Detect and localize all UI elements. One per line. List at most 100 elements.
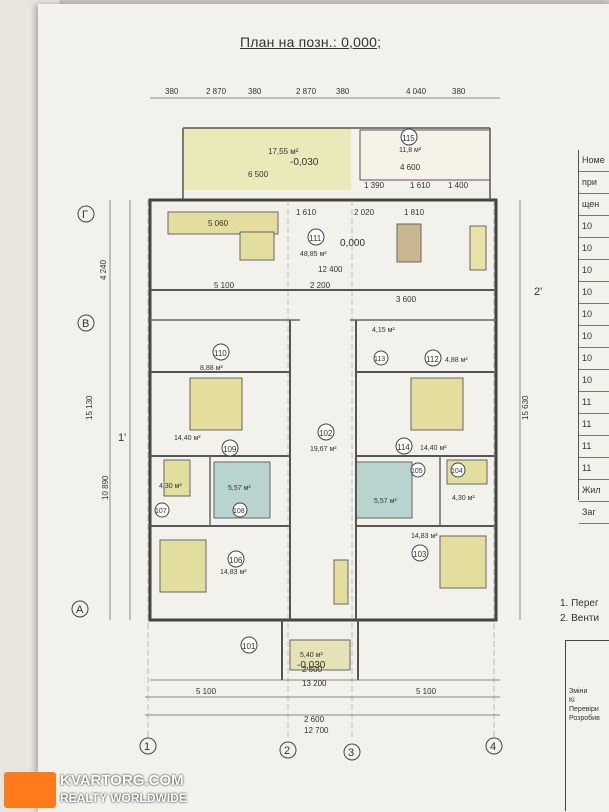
dim-text: 1 610: [410, 181, 431, 190]
table-row: при: [579, 172, 609, 194]
sofa-end: [239, 231, 275, 261]
room-number: 108: [233, 508, 245, 515]
dim-text: 2 500: [302, 665, 323, 674]
room-number: 107: [155, 508, 167, 515]
dim-text: 10 890: [101, 475, 110, 500]
axis-label-a: А: [76, 604, 84, 616]
level-terrace: -0,030: [290, 157, 319, 168]
room-103: 103 14,83 м²: [411, 533, 438, 562]
axis-bubble: [77, 314, 95, 332]
room-104: 104 4,30 м²: [450, 462, 475, 502]
table-row: 11: [579, 414, 609, 436]
note-1: 1. Перег: [560, 598, 599, 609]
room-area: 48,85 м²: [300, 251, 327, 258]
axis-label-2: 2: [284, 745, 290, 757]
notes: 1. Перег 2. Венти: [560, 596, 599, 626]
table-row: 11: [579, 436, 609, 458]
axis-label-1: 1: [144, 741, 150, 753]
table-row: 10: [579, 370, 609, 392]
table-row: 10: [579, 238, 609, 260]
table-row: 11: [579, 458, 609, 480]
room-area: 19,67 м²: [310, 446, 337, 453]
axis-bubble: [77, 205, 95, 223]
room-area: 4,30 м²: [452, 495, 475, 502]
room-area: 5,40 м²: [300, 652, 323, 659]
dim-text: 380: [165, 87, 179, 96]
room-number: 104: [451, 468, 463, 475]
title-block: Зміни Кі Перевіри Розробив: [565, 640, 609, 811]
dim-text: 2 870: [206, 87, 227, 96]
dim-text: 2 200: [310, 281, 331, 290]
room-area: 4,88 м²: [445, 357, 468, 364]
dim-text: 12 400: [318, 265, 343, 274]
axis-label-1p: 1': [118, 432, 126, 444]
bath-105: [355, 461, 413, 519]
axis-bubble: [343, 743, 361, 761]
table-row: Заг: [579, 502, 609, 524]
room-area: 5,57 м²: [374, 498, 397, 505]
room-area: 5,57 м²: [228, 485, 251, 492]
dining-table: [396, 223, 422, 263]
room-number: 102: [319, 429, 333, 438]
room-number: 111: [309, 234, 322, 243]
room-area: 14,40 м²: [174, 435, 201, 442]
dim-text: 5 100: [416, 687, 437, 696]
note-2: 2. Венти: [560, 613, 600, 624]
plan-title: План на позн.: 0,000;: [240, 34, 382, 50]
dim-text: 1 810: [404, 208, 425, 217]
stamp-row: Розробив: [569, 715, 600, 722]
room-102: 102 19,67 м²: [310, 423, 337, 453]
dim-text: 1 610: [296, 208, 317, 217]
room-number: 112: [426, 355, 439, 364]
table-row: 10: [579, 260, 609, 282]
room-area: 14,83 м²: [220, 569, 247, 576]
kitchen-unit: [469, 225, 487, 271]
dim-text: 6 500: [248, 170, 269, 179]
table-row: 10: [579, 216, 609, 238]
room-101: 101 5,40 м²: [240, 636, 323, 659]
room-108: 108 5,57 м²: [228, 485, 251, 518]
level-main: 0,000: [340, 238, 365, 249]
room-115-box: [359, 129, 491, 181]
room-area: 14,40 м²: [420, 445, 447, 452]
dim-text: 2 020: [354, 208, 375, 217]
room-115: 115 11,8 м²: [399, 128, 422, 154]
dim-text: 2 600: [304, 715, 325, 724]
room-area: 4,30 м²: [159, 483, 182, 490]
room-number: 110: [214, 349, 227, 358]
room-110: 110 8,88 м²: [200, 343, 230, 372]
dim-text: 15 630: [521, 395, 530, 420]
room-area: 11,8 м²: [399, 147, 422, 154]
room-107: 107 4,30 м²: [154, 483, 182, 518]
explication-table: Номе при щен 10 10 10 10 10 10 10 10 11 …: [578, 150, 609, 524]
stamp-row: Кі: [569, 697, 575, 704]
dim-text: 13 200: [302, 679, 327, 688]
axis-label-2p: 2': [534, 286, 542, 298]
dim-text: 4 240: [99, 259, 108, 280]
level-entry: -0,030: [297, 660, 326, 671]
axis-label-v: В: [82, 318, 89, 330]
stair: [333, 559, 349, 605]
bed-109: [189, 377, 243, 431]
dim-text: 380: [452, 87, 466, 96]
axis-label-3: 3: [348, 747, 354, 759]
room-number: 103: [413, 550, 427, 559]
dim-text: 4 040: [406, 87, 427, 96]
room-112: 112 4,88 м²: [424, 349, 468, 367]
axis-label-4: 4: [490, 741, 496, 753]
table-row: 11: [579, 392, 609, 414]
room-area: 4,15 м²: [372, 327, 395, 334]
sofa: [167, 211, 279, 235]
room-number: 115: [402, 134, 415, 143]
room-number: 113: [374, 356, 385, 363]
terrace-area: [183, 128, 351, 190]
room-number: 114: [397, 443, 410, 452]
room-109: 109 14,40 м²: [174, 435, 239, 457]
watermark-line1: KVARTORG.COM: [60, 772, 184, 789]
dim-text: 1 400: [448, 181, 469, 190]
dim-text: 380: [336, 87, 350, 96]
room-113: 113 4,15 м²: [372, 327, 395, 366]
room-106: 106 14,83 м²: [220, 550, 247, 576]
watermark: KVARTORG.COM REALTY WORLDWIDE: [0, 770, 190, 812]
